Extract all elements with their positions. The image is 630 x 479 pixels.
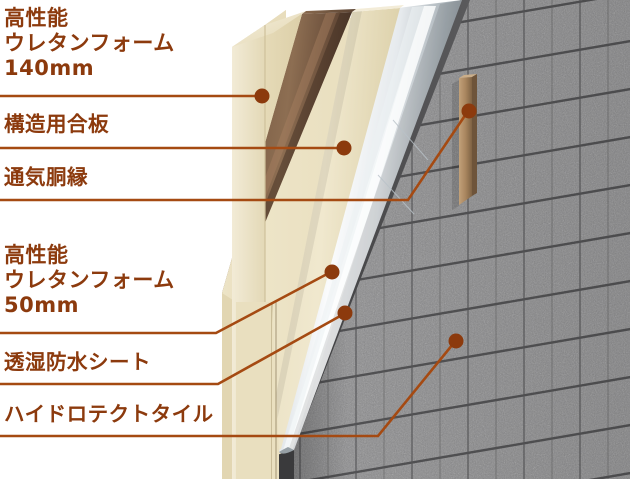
- label-line: 構造用合板: [4, 112, 109, 136]
- label-line: ウレタンフォーム: [4, 30, 175, 55]
- label-vent-furring: 通気胴縁: [4, 165, 88, 189]
- label-line: 50mm: [4, 292, 79, 317]
- label-line: 透湿防水シート: [4, 350, 151, 374]
- label-structural-plywood: 構造用合板: [4, 112, 109, 136]
- label-line: ウレタンフォーム: [4, 267, 175, 292]
- layer-vent-furring: [452, 74, 477, 210]
- label-line: ハイドロテクトタイル: [4, 402, 214, 426]
- label-line: 140mm: [4, 55, 95, 80]
- label-line: 通気胴縁: [4, 165, 88, 189]
- label-line: 高性能: [4, 6, 69, 30]
- label-hydrotect-tile: ハイドロテクトタイル: [4, 402, 214, 426]
- label-line: 高性能: [4, 243, 69, 267]
- label-moisture-sheet: 透湿防水シート: [4, 350, 151, 374]
